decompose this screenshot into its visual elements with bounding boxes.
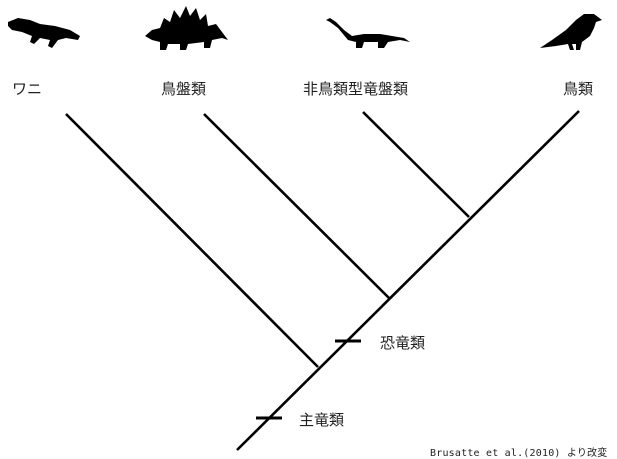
source-credit: Brusatte et al.(2010) より改変	[430, 448, 608, 459]
branch-nonavian-saurischia	[362, 111, 470, 218]
taxon-label-nonavian-saurischia: 非鳥類型竜盤類	[303, 80, 409, 98]
branch-root-to-birds	[236, 110, 580, 451]
taxon-label-birds: 鳥類	[563, 80, 594, 98]
sauropod-icon	[326, 18, 410, 48]
crocodile-icon	[8, 18, 80, 48]
node-label-archosauria: 主竜類	[299, 411, 345, 429]
taxon-label-ornithischia: 鳥盤類	[161, 80, 207, 98]
bird-icon	[540, 14, 602, 50]
tree-branches	[65, 110, 580, 451]
branch-ornithischia	[203, 113, 390, 299]
node-label-dinosauria: 恐竜類	[380, 334, 426, 352]
branch-crocodile	[65, 113, 319, 368]
taxon-label-crocodile: ワニ	[12, 80, 43, 98]
stegosaurus-icon	[145, 6, 228, 50]
